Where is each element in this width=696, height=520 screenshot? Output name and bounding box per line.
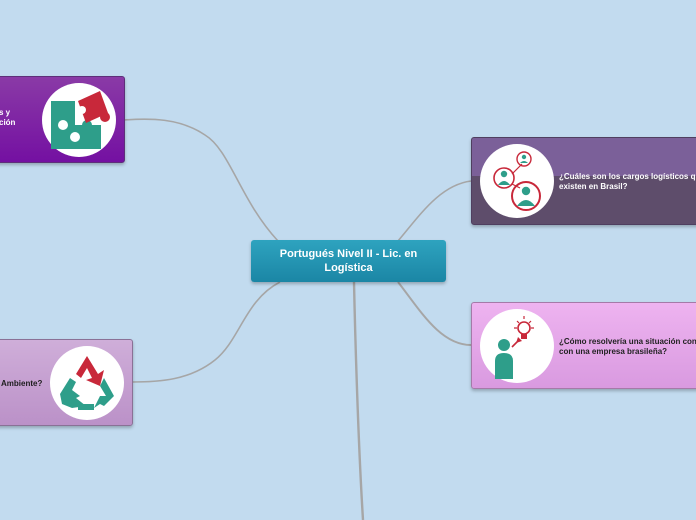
recycle-icon xyxy=(60,356,114,410)
topic-puzzle-label: s y ción xyxy=(0,108,15,128)
topic-idea-image xyxy=(480,309,554,383)
central-topic[interactable]: Portugués Nivel II - Lic. en Logística xyxy=(251,240,446,282)
topic-people[interactable]: ¿Cuáles son los cargos logísticos que ex… xyxy=(471,137,696,225)
topic-recycle[interactable]: Ambiente? xyxy=(0,339,133,426)
connector-puzzle xyxy=(123,118,279,242)
topic-idea-line-2: con una empresa brasileña? xyxy=(559,347,668,356)
topic-idea[interactable]: ¿Cómo resolvería una situación conflicti… xyxy=(471,302,696,389)
connector-bottom xyxy=(352,281,365,520)
person-idea-icon xyxy=(495,316,534,379)
connector-idea xyxy=(397,281,472,346)
connector-recycle xyxy=(131,281,281,383)
topic-recycle-line-1: Ambiente? xyxy=(1,379,43,388)
connector-people xyxy=(397,180,472,242)
puzzle-icon xyxy=(51,91,110,149)
topic-people-line-1: ¿Cuáles son los cargos logísticos que xyxy=(559,172,696,181)
topic-puzzle-line-1: s y xyxy=(0,108,11,117)
topic-puzzle-image xyxy=(42,83,116,157)
topic-people-label: ¿Cuáles son los cargos logísticos que ex… xyxy=(559,172,696,192)
topic-recycle-image xyxy=(50,346,124,420)
people-network-icon xyxy=(493,151,541,211)
topic-puzzle[interactable]: s y ción xyxy=(0,76,125,163)
topic-recycle-label: Ambiente? xyxy=(1,379,42,389)
topic-idea-label: ¿Cómo resolvería una situación conflicti… xyxy=(559,337,696,357)
topic-people-line-2: existen en Brasil? xyxy=(559,182,628,191)
topic-puzzle-line-2: ción xyxy=(0,118,16,127)
topic-people-image xyxy=(480,144,554,218)
central-topic-title: Portugués Nivel II - Lic. en Logística xyxy=(279,248,418,274)
topic-idea-line-1: ¿Cómo resolvería una situación conflicti… xyxy=(559,337,696,346)
